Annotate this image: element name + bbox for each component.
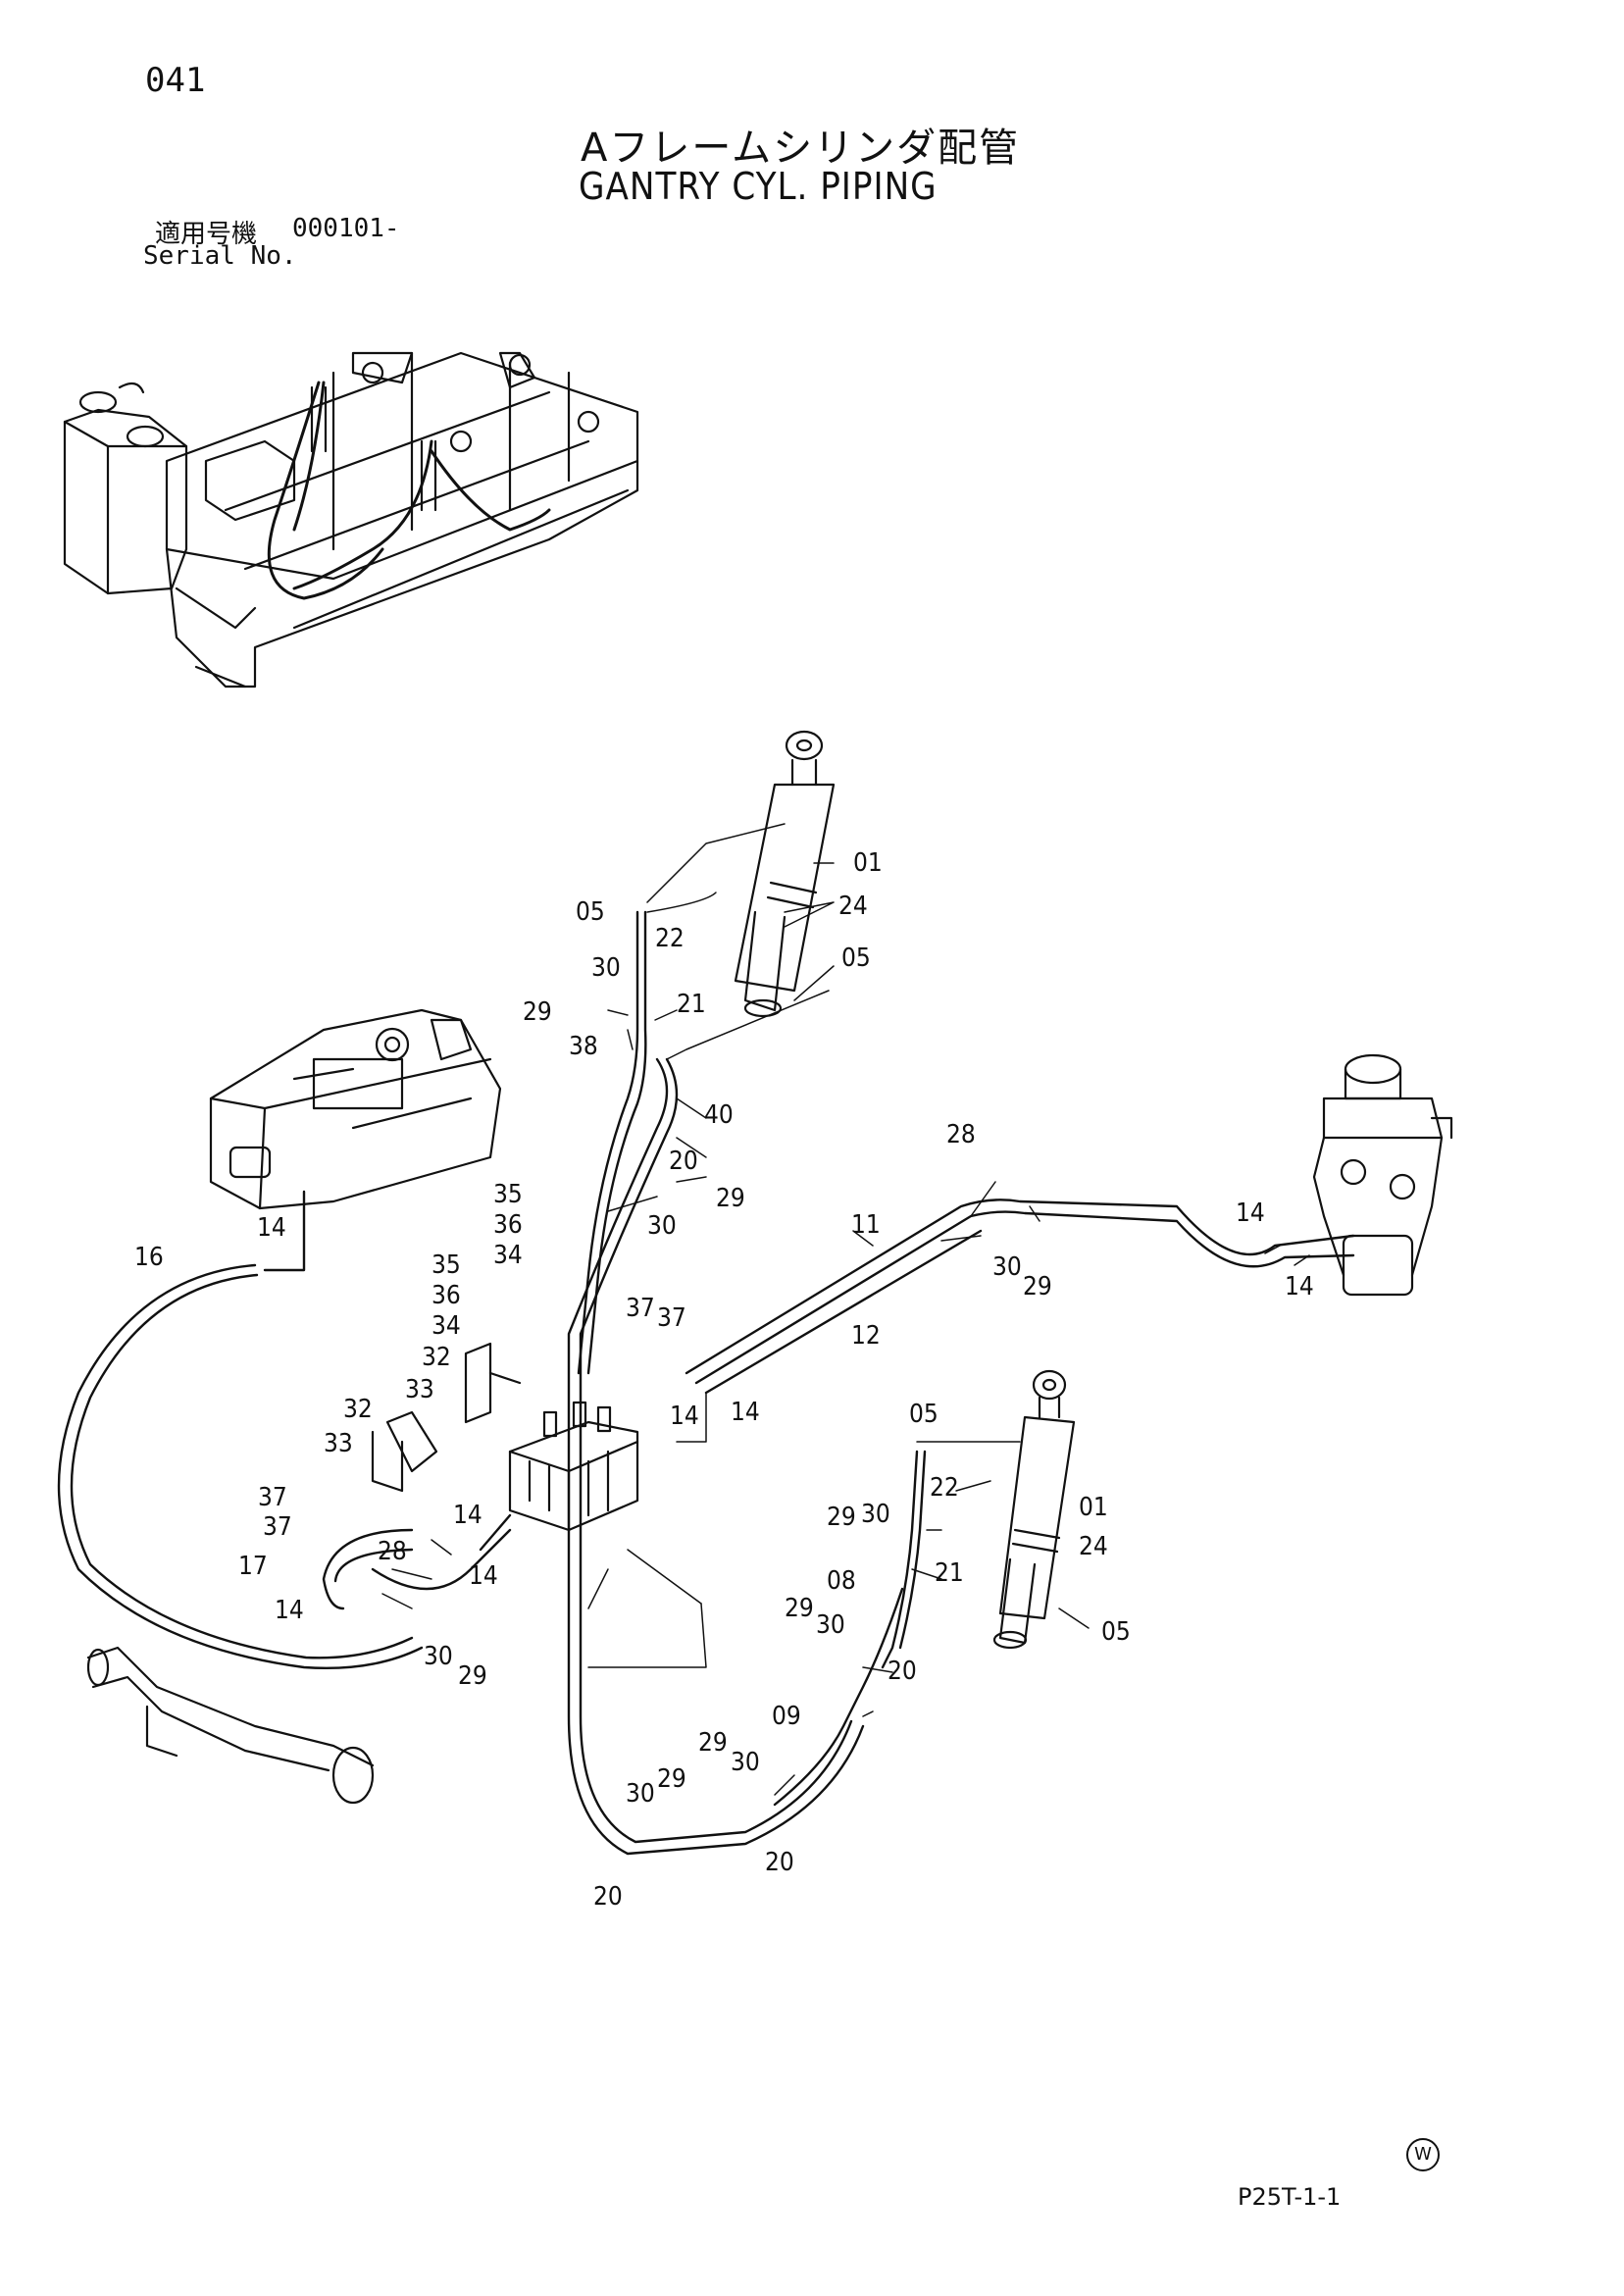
brackets <box>371 1342 522 1493</box>
part-number-labels: 01 24 05 05 22 30 21 29 38 40 20 29 30 3… <box>134 848 1314 1912</box>
label-09: 09 <box>772 1702 801 1731</box>
label-33-a: 33 <box>405 1375 434 1404</box>
label-37-a: 37 <box>626 1294 655 1323</box>
label-30-lower-b: 30 <box>816 1610 845 1640</box>
label-20-upper: 20 <box>669 1147 698 1176</box>
label-29-lower-left: 29 <box>458 1661 487 1691</box>
label-38: 38 <box>569 1032 598 1061</box>
label-01-upper: 01 <box>853 848 883 878</box>
label-08: 08 <box>827 1566 856 1596</box>
title-english: GANTRY CYL. PIPING <box>579 165 938 208</box>
label-30-lower-a: 30 <box>861 1500 890 1529</box>
label-14-swivel-a: 14 <box>1236 1199 1265 1228</box>
label-24-lower: 24 <box>1079 1532 1108 1561</box>
label-17: 17 <box>238 1552 268 1581</box>
label-28-upper: 28 <box>946 1120 976 1149</box>
title-japanese: Aフレームシリンダ配管 <box>581 126 1021 171</box>
label-37-b: 37 <box>657 1303 686 1333</box>
swivel-joint <box>1312 1053 1453 1297</box>
serial-label-english: Serial No. <box>143 241 297 271</box>
label-32-a: 32 <box>422 1343 451 1372</box>
serial-label-japanese: 適用号機 <box>155 220 258 249</box>
label-33-b: 33 <box>324 1429 353 1458</box>
label-21-upper: 21 <box>677 990 706 1019</box>
revision-mark: W <box>1406 2138 1440 2171</box>
label-12: 12 <box>851 1321 881 1351</box>
label-05-lower-left: 05 <box>909 1400 939 1429</box>
label-14-pump: 14 <box>257 1213 286 1243</box>
label-29-bottom-a: 29 <box>698 1728 728 1758</box>
label-30-bottom-b: 30 <box>626 1779 655 1809</box>
label-16: 16 <box>134 1243 164 1272</box>
label-24-upper: 24 <box>838 892 868 921</box>
label-34-b: 34 <box>431 1311 461 1341</box>
label-20-bottom-right: 20 <box>765 1848 794 1877</box>
label-05-upper-right: 05 <box>841 944 871 973</box>
label-14-swivel-b: 14 <box>1285 1272 1314 1301</box>
label-36-b: 36 <box>431 1281 461 1310</box>
label-14-lower: 14 <box>275 1596 304 1625</box>
label-30-lower-left: 30 <box>424 1642 453 1671</box>
label-05-upper-left: 05 <box>576 897 605 927</box>
label-30-mid: 30 <box>647 1211 677 1241</box>
label-14-left-a: 14 <box>453 1501 482 1530</box>
label-29-bottom-b: 29 <box>657 1764 686 1794</box>
label-36-a: 36 <box>493 1210 523 1240</box>
label-22-lower: 22 <box>930 1473 959 1503</box>
drawing-code: P25T-1-1 <box>1238 2183 1342 2211</box>
hoses <box>57 910 1355 1856</box>
label-21-lower: 21 <box>935 1558 964 1588</box>
label-29-lower-b: 29 <box>785 1594 814 1623</box>
label-14-center-b: 14 <box>731 1398 760 1427</box>
leader-lines <box>381 823 1310 1796</box>
overview-machine-frame <box>63 351 639 689</box>
serial-value: 000101- <box>292 214 400 243</box>
label-40: 40 <box>704 1100 734 1130</box>
label-35-a: 35 <box>493 1180 523 1209</box>
label-14-center-a: 14 <box>670 1402 699 1431</box>
label-34-a: 34 <box>493 1241 523 1270</box>
label-29-mid: 29 <box>716 1184 745 1213</box>
label-05-lower-right: 05 <box>1101 1617 1131 1647</box>
control-valve <box>508 1401 639 1532</box>
label-35-b: 35 <box>431 1250 461 1280</box>
gantry-cylinder-lower <box>992 1369 1076 1650</box>
label-30-upper: 30 <box>591 953 621 983</box>
label-22-upper: 22 <box>655 924 685 953</box>
label-37-d: 37 <box>263 1512 292 1542</box>
label-20-bottom-left: 20 <box>593 1882 623 1912</box>
label-30-right: 30 <box>992 1252 1022 1282</box>
label-30-bottom-a: 30 <box>731 1748 760 1777</box>
label-29-upper: 29 <box>523 997 552 1027</box>
label-20-lower-right: 20 <box>888 1657 917 1686</box>
label-29-lower-a: 29 <box>827 1503 856 1532</box>
pump-assembly <box>209 1008 502 1210</box>
label-37-c: 37 <box>258 1483 287 1512</box>
label-32-b: 32 <box>343 1395 373 1424</box>
suction-tube <box>86 1646 375 1805</box>
label-28-lower: 28 <box>378 1537 407 1566</box>
gantry-cylinder-upper <box>734 730 836 1018</box>
page-number: 041 <box>145 61 206 100</box>
label-29-right: 29 <box>1023 1272 1052 1301</box>
label-11: 11 <box>851 1210 881 1240</box>
label-14-left-b: 14 <box>469 1561 498 1591</box>
label-01-lower: 01 <box>1079 1493 1108 1522</box>
